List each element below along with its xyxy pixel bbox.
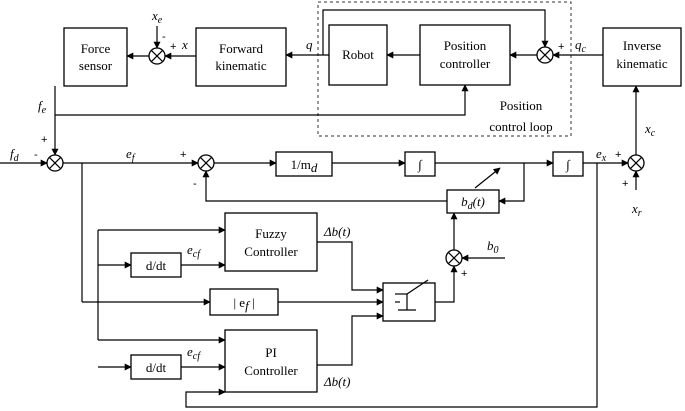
svg-text:Position: Position (444, 38, 487, 53)
svg-text:Force: Force (81, 41, 111, 56)
svg-text:controller: controller (440, 56, 491, 71)
sum-junction-qc (536, 46, 554, 64)
svg-text:Controller: Controller (244, 244, 298, 259)
sum-junction-force-error (46, 154, 64, 172)
inverse-kinematic-block: Inverse kinematic (602, 27, 682, 87)
fuzzy-controller-block: Fuzzy Controller (224, 212, 318, 272)
svg-text:d/dt: d/dt (146, 360, 167, 375)
middle-row-wires (0, 159, 629, 303)
inverse-mass-block: 1/md (275, 151, 333, 177)
integrator-block-1: ∫ (404, 151, 436, 177)
sum-junction-mass (197, 154, 215, 172)
svg-text:+: + (622, 178, 628, 190)
svg-text:-: - (34, 149, 38, 161)
top-row-wires (51, 9, 640, 190)
sign-markers: - + + + - + - + + + (34, 31, 628, 280)
robot-block: Robot (328, 24, 388, 86)
svg-text:PI: PI (265, 345, 277, 360)
sum-junction-xe (148, 47, 166, 65)
svg-text:+: + (615, 149, 621, 161)
svg-text:| ef |: | ef | (233, 295, 254, 313)
sum-junction-b0 (445, 249, 463, 267)
svg-text:+: + (41, 134, 47, 146)
position-control-loop-boundary (317, 1, 572, 137)
signal-ef-label: ef (126, 146, 136, 164)
svg-text:+: + (180, 149, 186, 161)
integrator-block-2: ∫ (552, 151, 584, 177)
position-controller-block: Position controller (419, 24, 511, 86)
ddt-block-lower: d/dt (130, 354, 182, 380)
signal-fd-label: fd (10, 146, 20, 164)
svg-text:1/md: 1/md (291, 157, 318, 175)
svg-text:Inverse: Inverse (623, 38, 661, 53)
svg-text:kinematic: kinematic (616, 56, 667, 71)
svg-text:-: - (162, 31, 166, 43)
svg-text:Fuzzy: Fuzzy (255, 226, 287, 241)
signal-xr-label: xr (631, 201, 642, 219)
signal-fe-label: fe (38, 98, 47, 116)
svg-text:+: + (461, 268, 467, 280)
signal-ex-label: ex (596, 146, 607, 164)
signal-delta-b-label-upper: Δb(t) (323, 224, 350, 239)
signal-xc-label: xc (644, 121, 656, 139)
force-sensor-block: Force sensor (63, 27, 128, 87)
svg-text:bd(t): bd(t) (461, 194, 485, 212)
signal-ecf-label-upper: ecf (187, 242, 201, 260)
svg-text:kinematic: kinematic (215, 58, 266, 73)
pi-controller-block: PI Controller (224, 329, 318, 393)
svg-text:d/dt: d/dt (146, 258, 167, 273)
signal-delta-b-label-lower: Δb(t) (323, 374, 350, 389)
signal-ecf-label-lower: ecf (187, 344, 201, 362)
svg-text:-: - (193, 178, 197, 190)
position-control-loop-label-line2: control loop (489, 119, 552, 134)
forward-kinematic-block: Forward kinematic (195, 27, 287, 87)
damping-bd-block: bd(t) (446, 189, 500, 214)
signal-labels: xe x q qc fe fd ef ex xc xr b0 ecf ecf Δ… (10, 8, 656, 389)
signal-xe-label: xe (151, 8, 163, 26)
sum-junction-xc (627, 154, 645, 172)
svg-text:∫: ∫ (565, 157, 571, 173)
svg-text:Forward: Forward (219, 41, 264, 56)
signal-q-label: q (306, 37, 313, 52)
signal-qc-label: qc (575, 37, 587, 55)
position-control-loop-label-line1: Position (500, 98, 543, 113)
signal-b0-label: b0 (487, 238, 499, 256)
svg-text:sensor: sensor (79, 58, 113, 73)
svg-text:Controller: Controller (244, 363, 298, 378)
svg-text:Robot: Robot (342, 47, 374, 62)
svg-text:+: + (170, 41, 176, 53)
switch-block (382, 279, 436, 322)
svg-text:∫: ∫ (417, 157, 423, 173)
ddt-block-upper: d/dt (130, 252, 182, 278)
lower-section-wires (81, 163, 598, 408)
signal-x-label: x (181, 37, 188, 52)
abs-ef-block: | ef | (209, 288, 279, 316)
svg-text:+: + (558, 41, 564, 53)
